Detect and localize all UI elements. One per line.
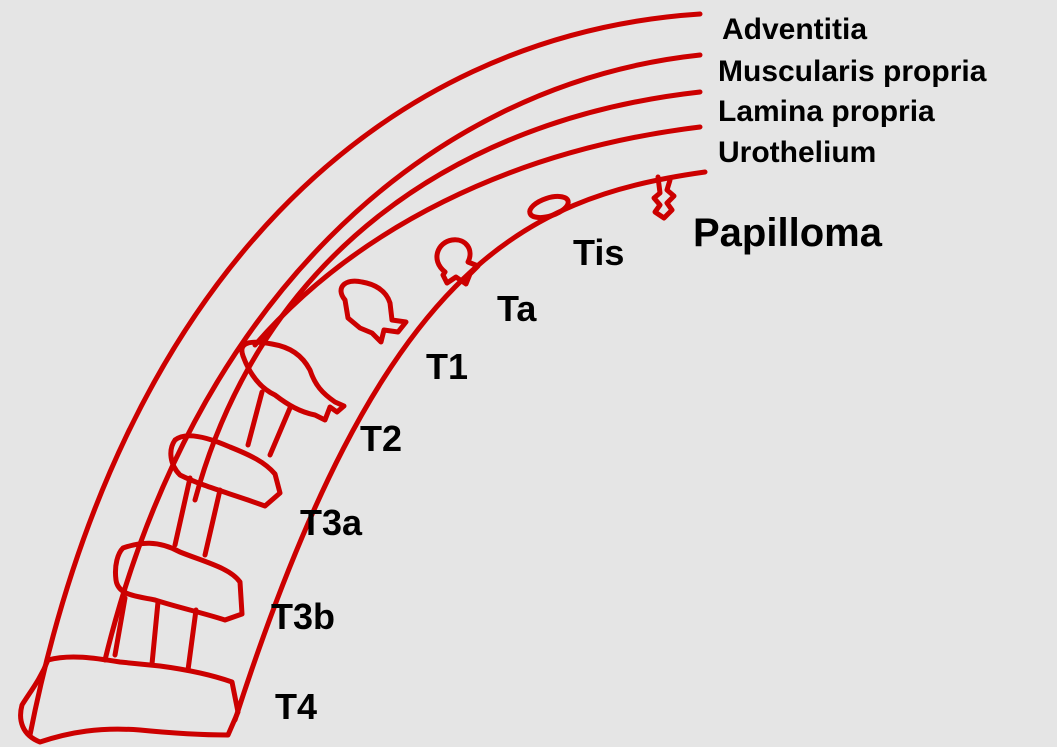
t3a-infiltration-line-2 — [205, 490, 220, 555]
t3b-infiltration-line-1 — [152, 602, 158, 664]
urothelium-label: Urothelium — [718, 138, 876, 168]
urothelium-upper-boundary — [255, 127, 700, 345]
t2-infiltration-line-1 — [248, 392, 262, 445]
t2-label: T2 — [360, 421, 402, 457]
t1-label: T1 — [426, 349, 468, 385]
adventitia-boundary — [30, 14, 700, 735]
ta-label: Ta — [497, 291, 536, 327]
t3b-label: T3b — [271, 599, 335, 635]
papilloma-lesion — [654, 177, 674, 218]
t3a-infiltration-line-1 — [175, 478, 190, 545]
t1-lesion — [341, 281, 406, 342]
t2-infiltration-line-2 — [270, 408, 290, 455]
adventitia-label: Adventitia — [722, 15, 867, 45]
papilloma-label: Papilloma — [693, 213, 882, 253]
lamina-propria-label: Lamina propria — [718, 97, 935, 127]
tis-lesion — [527, 192, 571, 221]
muscularis-boundary — [105, 55, 700, 660]
t4-lesion — [21, 657, 238, 742]
tis-label: Tis — [573, 235, 624, 271]
ta-lesion — [437, 240, 478, 284]
t3b-infiltration-line-2 — [188, 610, 196, 670]
t3a-label: T3a — [300, 505, 362, 541]
t4-label: T4 — [275, 689, 317, 725]
muscularis-propria-label: Muscularis propria — [718, 57, 986, 87]
